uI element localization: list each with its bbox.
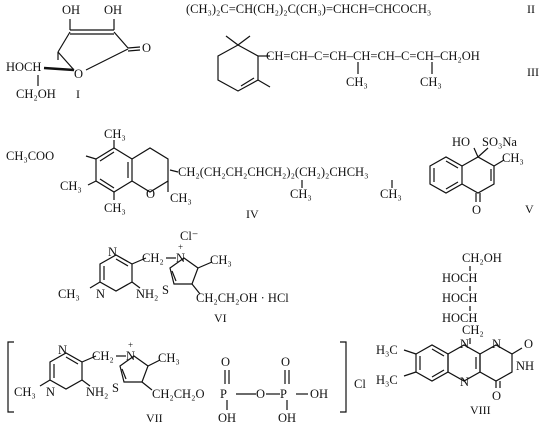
i-ch2oh: CH₂OH bbox=[16, 87, 56, 101]
vii-side-chain: CH₂CH₂O bbox=[152, 387, 204, 401]
i-oh-left: OH bbox=[62, 3, 80, 17]
v-so3na: SO₃Na bbox=[482, 135, 517, 149]
viii-bonds bbox=[403, 266, 523, 388]
iv-methyl-bottom: CH₃ bbox=[104, 201, 126, 215]
iv-ring-oxygen: O bbox=[146, 187, 155, 201]
viii-ch2oh: CH₂OH bbox=[462, 251, 502, 265]
viii-numeral: VIII bbox=[470, 403, 491, 417]
structure-ii-chain: (CH₃)₂C=CH(CH₂)₂C(CH₃)=CHCH=CHCOCH₃ II bbox=[186, 2, 535, 16]
iv-ring-methyl: CH₃ bbox=[170, 191, 192, 205]
i-bonds bbox=[37, 19, 141, 86]
structure-vii-thiamine-pyrophosphate: N N CH₃ NH₂ CH₂ N + CH₃ S CH₂CH₂O O P O … bbox=[7, 340, 366, 424]
iv-bonds bbox=[85, 140, 179, 200]
iv-methyl-left: CH₃ bbox=[60, 179, 82, 193]
vii-oh-1: OH bbox=[218, 411, 236, 424]
iv-side-chain: CH₂(CH₂CH₂CHCH₂)₂(CH₂)₂CHCH₃ bbox=[178, 165, 368, 179]
structure-iii-retinol: CH=CH–C=CH–CH=CH–C=CH–CH₂OH CH₃ CH₃ III bbox=[217, 35, 539, 92]
svg-text:+: + bbox=[128, 340, 133, 350]
vi-numeral: VI bbox=[214, 311, 227, 325]
viii-n-5: N bbox=[460, 375, 469, 389]
vii-chloride: Cl bbox=[354, 377, 366, 391]
vi-nh2: NH₂ bbox=[136, 287, 158, 301]
vi-ch3: CH₃ bbox=[58, 287, 80, 301]
vii-bonds bbox=[39, 352, 308, 410]
i-ring-oxygen: O bbox=[74, 67, 83, 81]
iii-numeral: III bbox=[527, 65, 539, 79]
i-hoch: HOCH bbox=[6, 60, 41, 74]
viii-oxygen-2: O bbox=[524, 337, 533, 351]
vi-ch2: CH₂ bbox=[142, 251, 164, 265]
viii-n-10: N bbox=[460, 337, 469, 351]
vi-chloride: Cl⁻ bbox=[180, 229, 198, 243]
structure-v-menadione: HO SO₃Na O CH₃ V bbox=[429, 135, 534, 217]
iii-ch3-b: CH₃ bbox=[420, 75, 442, 89]
i-numeral: I bbox=[76, 87, 80, 101]
vi-side-chain: CH₂CH₂OH · HCl bbox=[196, 291, 289, 305]
viii-oxygen-4: O bbox=[492, 389, 501, 403]
i-oh-right: OH bbox=[104, 3, 122, 17]
vii-numeral: VII bbox=[146, 411, 163, 424]
vii-left-bracket bbox=[7, 341, 14, 413]
vi-sulfur: S bbox=[162, 283, 169, 297]
vi-n-top: N bbox=[108, 245, 117, 259]
iii-chain: CH=CH–C=CH–CH=CH–C=CH–CH₂OH bbox=[266, 49, 480, 63]
v-ho: HO bbox=[452, 135, 470, 149]
vii-nh2: NH₂ bbox=[86, 385, 108, 399]
vii-ch2: CH₂ bbox=[92, 349, 114, 363]
v-numeral: V bbox=[525, 202, 534, 216]
vi-ring-ch3: CH₃ bbox=[210, 253, 232, 267]
viii-methyl-7: H₃C bbox=[376, 373, 398, 387]
iii-bonds bbox=[217, 35, 433, 92]
vii-phosphorus-1: P bbox=[220, 387, 227, 401]
v-bonds bbox=[429, 147, 505, 202]
vii-sulfur: S bbox=[112, 381, 119, 395]
vii-n-plus: N bbox=[126, 349, 135, 363]
ii-formula: (CH₃)₂C=CH(CH₂)₂C(CH₃)=CHCH=CHCOCH₃ bbox=[186, 2, 431, 16]
vi-bonds bbox=[89, 254, 213, 295]
vii-ch3: CH₃ bbox=[14, 385, 36, 399]
iv-terminal-methyl: CH₃ bbox=[380, 187, 402, 201]
vii-phosphate-o2: O bbox=[281, 355, 290, 369]
vii-oh-2: OH bbox=[278, 411, 296, 424]
v-keto-oxygen: O bbox=[472, 203, 481, 217]
vii-bridge-oxygen: O bbox=[256, 387, 265, 401]
iv-ch3coo: CH₃COO bbox=[6, 149, 54, 163]
viii-n-1: N bbox=[492, 337, 501, 351]
v-methyl: CH₃ bbox=[502, 151, 524, 165]
iv-chain-methyl: CH₃ bbox=[290, 187, 312, 201]
ii-numeral: II bbox=[527, 2, 535, 16]
iii-ch3-a: CH₃ bbox=[346, 75, 368, 89]
vii-ring-ch3: CH₃ bbox=[158, 351, 180, 365]
viii-hoch-3: HOCH bbox=[442, 311, 477, 325]
vii-phosphate-o1: O bbox=[221, 355, 230, 369]
i-keto-oxygen: O bbox=[142, 41, 151, 55]
svg-text:+: + bbox=[178, 242, 183, 252]
structure-iv-tocopherol: CH₃COO CH₃ CH₃ CH₃ O CH₂(CH₂CH₂CHCH₂)₂(C… bbox=[6, 127, 402, 221]
viii-hoch-1: HOCH bbox=[442, 271, 477, 285]
vi-n-plus: N bbox=[176, 251, 185, 265]
viii-methyl-8: H₃C bbox=[376, 343, 398, 357]
iv-methyl-top: CH₃ bbox=[104, 127, 126, 141]
viii-ch2: CH₂ bbox=[462, 323, 484, 337]
structure-i-ascorbic-acid: OH OH O O HOCH CH₂OH I bbox=[6, 3, 151, 101]
viii-hoch-2: HOCH bbox=[442, 291, 477, 305]
vi-n-bottom: N bbox=[96, 287, 105, 301]
vii-oh-right: OH bbox=[310, 387, 328, 401]
viii-nh: NH bbox=[516, 359, 534, 373]
structure-viii-riboflavin: CH₂OH HOCH HOCH HOCH CH₂ N N N NH O bbox=[376, 251, 534, 417]
structure-vi-thiamine: Cl⁻ N N CH₃ NH₂ CH₂ N + CH₃ S CH₂CH₂OH ·… bbox=[58, 229, 289, 325]
vii-phosphorus-2: P bbox=[280, 387, 287, 401]
vii-n-bottom: N bbox=[46, 385, 55, 399]
iv-numeral: IV bbox=[246, 207, 259, 221]
vii-right-bracket bbox=[340, 341, 347, 413]
vii-n-top: N bbox=[58, 343, 67, 357]
